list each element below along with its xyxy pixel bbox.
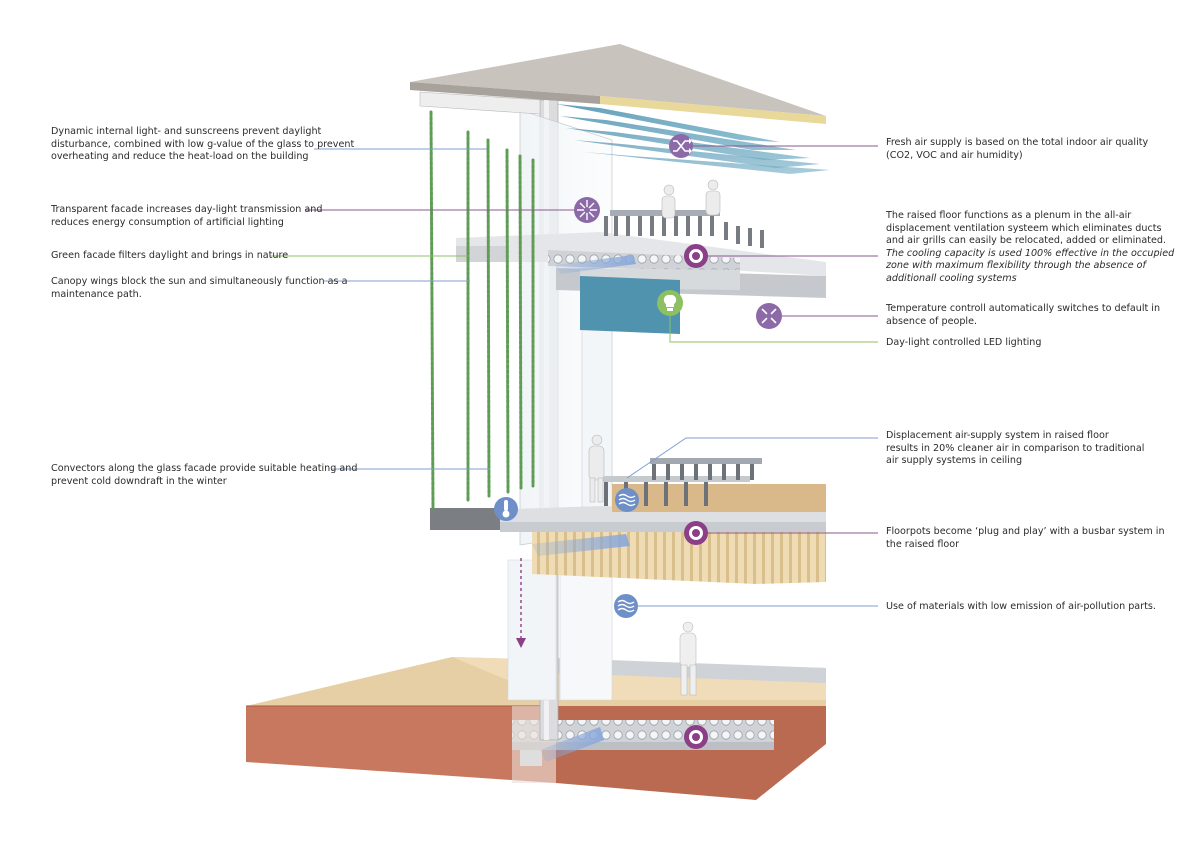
annotation-line: Use of materials with low emission of ai… <box>886 601 1156 612</box>
annotation-floorpots: Floorpots become ‘plug and play’ with a … <box>886 526 1165 551</box>
middle-floor <box>430 434 826 584</box>
annotation-line: absence of people. <box>886 315 978 327</box>
annotation-line-italic: additionall cooling systems <box>886 272 1017 284</box>
annotation-line: Fresh air supply is based on the total i… <box>886 137 1149 148</box>
annotation-temperature: Temperature controll automatically switc… <box>886 303 1160 328</box>
annotation-line: Transparent facade increases day-light t… <box>51 204 323 215</box>
annotation-line: The raised floor functions as a plenum i… <box>886 210 1132 221</box>
lightbulb-icon <box>657 290 683 316</box>
annotation-line: Temperature controll automatically switc… <box>886 303 1161 314</box>
annotation-line: Day-light controlled LED lighting <box>886 337 1042 348</box>
annotation-green-facade: Green facade filters daylight and brings… <box>51 250 288 263</box>
annotation-led: Day-light controlled LED lighting <box>886 337 1041 350</box>
green-facade-vines <box>429 110 535 510</box>
person-figure <box>588 434 605 503</box>
target-icon <box>684 521 708 545</box>
annotation-line: the raised floor <box>886 538 960 550</box>
annotation-canopy: Canopy wings block the sun and simultane… <box>51 276 347 301</box>
person-figure <box>661 179 721 219</box>
annotation-line-italic: The cooling capacity is used 100% effect… <box>886 247 1175 259</box>
annotation-line-italic: zone with maximum flexibility through th… <box>886 260 1146 272</box>
annotation-materials: Use of materials with low emission of ai… <box>886 601 1156 614</box>
airflow-down-arrow <box>516 558 526 648</box>
annotation-line: disturbance, combined with low g-value o… <box>51 138 355 150</box>
annotation-line: Floorpots become ‘plug and play’ with a … <box>886 526 1165 537</box>
annotation-line: Canopy wings block the sun and simultane… <box>51 276 348 287</box>
airflow-icon <box>615 488 639 512</box>
annotation-line: displacement ventilation systeem which e… <box>886 222 1162 234</box>
glass-facade <box>507 109 613 701</box>
annotation-sunscreens: Dynamic internal light- and sunscreens p… <box>51 126 354 164</box>
annotation-line: and air grills can easily be relocated, … <box>886 235 1167 247</box>
annotation-line: reduces energy consumption of artificial… <box>51 216 284 228</box>
annotation-fresh-air: Fresh air supply is based on the total i… <box>886 137 1148 162</box>
annotation-convectors: Convectors along the glass facade provid… <box>51 463 357 488</box>
annotation-raised-floor: The raised floor functions as a plenum i… <box>886 210 1174 286</box>
annotation-line: air supply systems in ceiling <box>886 455 1023 467</box>
annotation-line: (CO2, VOC and air humidity) <box>886 149 1023 161</box>
airflow-icon <box>614 594 638 618</box>
person-figure <box>679 621 697 696</box>
expand-arrows-icon <box>756 303 782 329</box>
annotation-line: Green facade filters daylight and brings… <box>51 250 289 261</box>
leader-lines <box>270 145 878 607</box>
annotation-line: maintenance path. <box>51 288 142 300</box>
thermometer-icon <box>494 497 518 521</box>
target-icon <box>684 725 708 749</box>
annotation-displacement: Displacement air-supply system in raised… <box>886 430 1144 468</box>
annotation-line: Dynamic internal light- and sunscreens p… <box>51 126 322 137</box>
target-icon <box>684 244 708 268</box>
annotation-line: overheating and reduce the heat-load on … <box>51 151 309 163</box>
annotation-line: Displacement air-supply system in raised… <box>886 430 1109 441</box>
annotation-line: prevent cold downdraft in the winter <box>51 475 227 487</box>
roof-canopy <box>410 44 830 174</box>
sunscreen-louvers <box>556 104 830 174</box>
annotation-transparent-facade: Transparent facade increases day-light t… <box>51 204 322 229</box>
expand-arrows-icon <box>574 197 600 223</box>
annotation-line: results in 20% cleaner air in comparison… <box>886 442 1145 454</box>
shuffle-icon <box>669 134 693 158</box>
annotation-line: Convectors along the glass facade provid… <box>51 463 358 474</box>
